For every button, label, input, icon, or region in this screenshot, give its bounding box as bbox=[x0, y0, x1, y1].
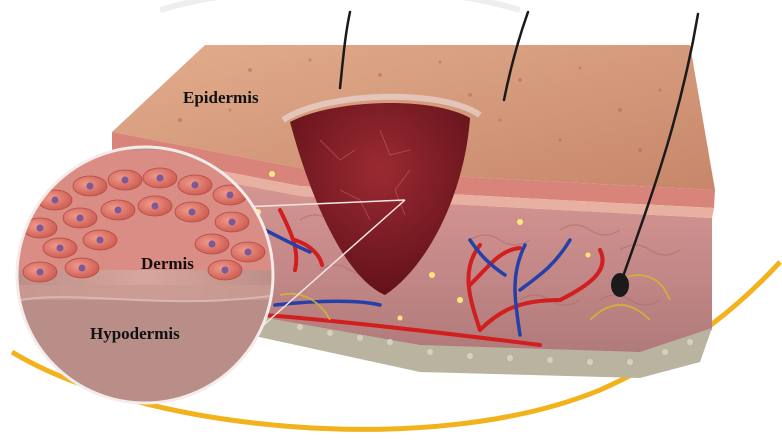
label-hypodermis: Hypodermis bbox=[90, 324, 180, 344]
label-epidermis: Epidermis bbox=[183, 88, 259, 108]
label-dermis: Dermis bbox=[141, 254, 194, 274]
hair-follicle bbox=[611, 273, 629, 297]
